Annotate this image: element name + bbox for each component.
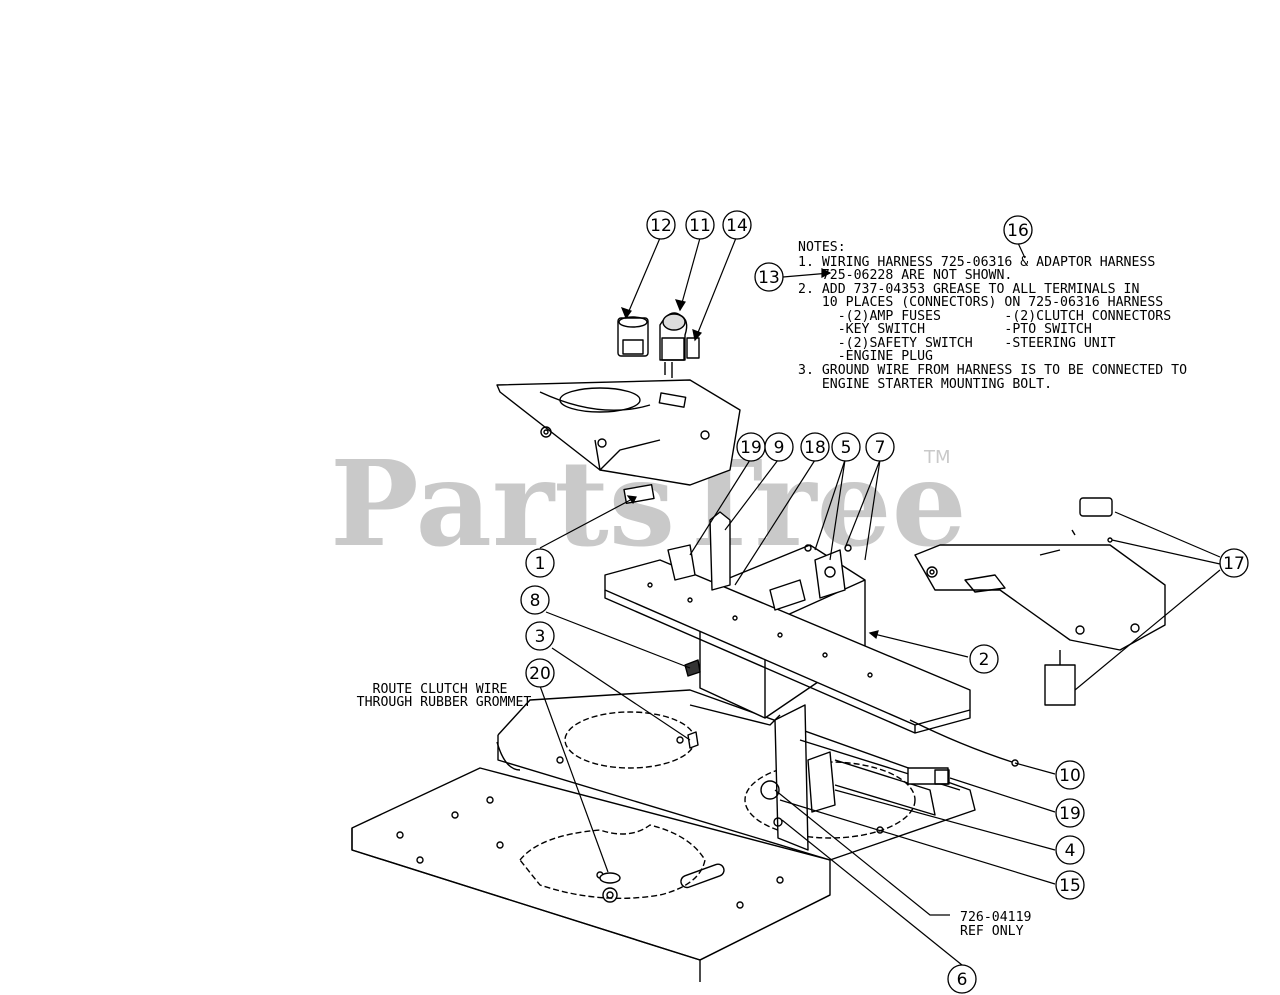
callout-16[interactable]: 16: [1003, 215, 1033, 245]
notes-heading: NOTES:: [798, 240, 846, 255]
callout-9[interactable]: 9: [764, 432, 794, 462]
svg-text:10: 10: [1059, 766, 1081, 786]
svg-text:ROUTE CLUTCH WIRE: ROUTE CLUTCH WIRE: [373, 682, 508, 697]
note-line: -(2)AMP FUSES -(2)CLUTCH CONNECTORS: [798, 309, 1171, 324]
drawing: [351, 312, 1166, 982]
callout-2[interactable]: 2: [969, 644, 999, 674]
frame-platform: [351, 689, 976, 982]
callout-1[interactable]: 1: [525, 548, 555, 578]
note-line: 2. ADD 737-04353 GREASE TO ALL TERMINALS…: [798, 282, 1139, 297]
svg-text:11: 11: [689, 216, 711, 236]
callout-10[interactable]: 10: [1055, 760, 1085, 790]
svg-text:20: 20: [529, 664, 551, 684]
callout-19-bottom[interactable]: 19: [1055, 798, 1085, 828]
svg-text:12: 12: [650, 216, 672, 236]
callouts: 12 11 14 16 13 19 9 18 5 7 1 17 8 2 3 20…: [520, 210, 1249, 994]
note-line: -ENGINE PLUG: [798, 349, 933, 364]
holddown-hardware: [667, 511, 852, 611]
callout-13[interactable]: 13: [754, 262, 784, 292]
note-line: ENGINE STARTER MOUNTING BOLT.: [798, 377, 1052, 392]
svg-text:4: 4: [1065, 841, 1076, 861]
route-label: ROUTE CLUTCH WIRE THROUGH RUBBER GROMMET: [357, 682, 532, 710]
svg-text:13: 13: [758, 268, 780, 288]
callout-12[interactable]: 12: [646, 210, 676, 240]
callout-14[interactable]: 14: [722, 210, 752, 240]
watermark-tm: TM: [923, 447, 951, 468]
svg-text:6: 6: [957, 970, 968, 990]
note-line: -(2)SAFETY SWITCH -STEERING UNIT: [798, 336, 1116, 351]
cross-channel: [604, 559, 971, 734]
svg-text:17: 17: [1223, 554, 1245, 574]
note-line: 3. GROUND WIRE FROM HARNESS IS TO BE CON…: [798, 363, 1187, 378]
callout-15[interactable]: 15: [1055, 870, 1085, 900]
ref-label: 726-04119 REF ONLY: [960, 910, 1032, 939]
svg-text:15: 15: [1059, 876, 1081, 896]
svg-text:9: 9: [774, 438, 785, 458]
callout-20[interactable]: 20: [525, 658, 555, 688]
callout-4[interactable]: 4: [1055, 835, 1085, 865]
callout-7[interactable]: 7: [865, 432, 895, 462]
svg-text:3: 3: [535, 627, 546, 647]
callout-6[interactable]: 6: [947, 964, 977, 994]
note-line: 10 PLACES (CONNECTORS) ON 725-06316 HARN…: [798, 295, 1163, 310]
svg-text:8: 8: [530, 591, 541, 611]
note-line: 725-06228 ARE NOT SHOWN.: [798, 268, 1012, 283]
fender-panel-right: [914, 497, 1166, 706]
callout-11[interactable]: 11: [685, 210, 715, 240]
svg-text:REF ONLY: REF ONLY: [960, 924, 1024, 939]
callout-18[interactable]: 18: [800, 432, 830, 462]
svg-text:2: 2: [979, 650, 990, 670]
svg-text:18: 18: [804, 438, 826, 458]
callout-8[interactable]: 8: [520, 585, 550, 615]
leader-lines: [539, 237, 1221, 966]
callout-3[interactable]: 3: [525, 621, 555, 651]
notes-block: NOTES: 1. WIRING HARNESS 725-06316 & ADA…: [798, 240, 1187, 392]
svg-text:19: 19: [740, 438, 762, 458]
callout-5[interactable]: 5: [831, 432, 861, 462]
svg-text:THROUGH RUBBER GROMMET: THROUGH RUBBER GROMMET: [357, 695, 532, 710]
svg-text:7: 7: [875, 438, 886, 458]
callout-17[interactable]: 17: [1219, 548, 1249, 578]
switch-cluster: [617, 312, 700, 378]
connectors-right: [907, 719, 1019, 785]
bolts: [599, 659, 701, 884]
note-line: 1. WIRING HARNESS 725-06316 & ADAPTOR HA…: [798, 255, 1155, 270]
callout-19-top[interactable]: 19: [736, 432, 766, 462]
svg-text:14: 14: [726, 216, 748, 236]
note-line: -KEY SWITCH -PTO SWITCH: [798, 322, 1092, 337]
svg-text:1: 1: [535, 554, 546, 574]
svg-text:726-04119: 726-04119: [960, 910, 1032, 925]
svg-text:5: 5: [841, 438, 852, 458]
dash-panel-left: [496, 379, 741, 505]
svg-text:16: 16: [1007, 221, 1029, 241]
svg-text:19: 19: [1059, 804, 1081, 824]
